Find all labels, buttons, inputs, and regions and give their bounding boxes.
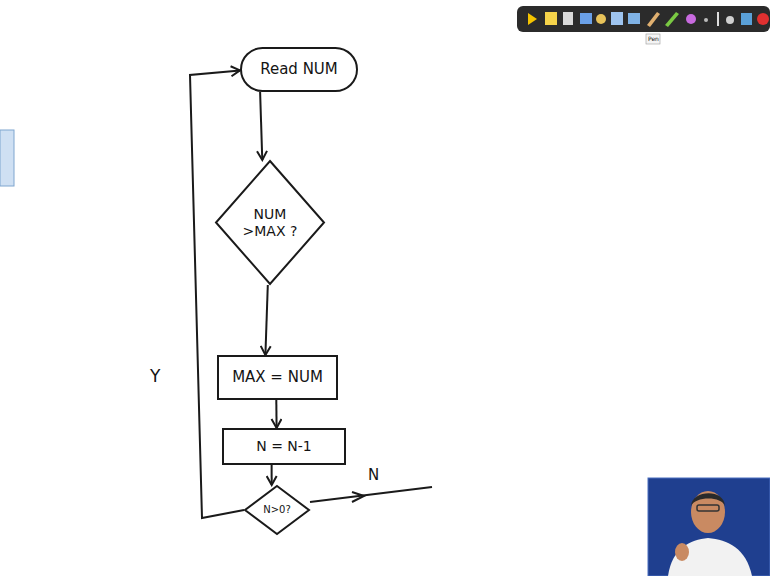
- node-text-group: N>0?: [255, 504, 299, 516]
- node-label: N>0?: [255, 504, 299, 516]
- flow-arrow: [271, 465, 273, 485]
- tooltip-box: [646, 34, 660, 44]
- process-box: N = N-1: [222, 428, 346, 465]
- diamond-outline: [216, 161, 324, 284]
- node-text-group: N = N-1: [225, 438, 343, 454]
- exit-arrowhead: [352, 492, 364, 502]
- node-text-group: NUM >MAX ?: [231, 206, 309, 238]
- node-label: N = N-1: [225, 438, 343, 454]
- node-label: Read NUM: [244, 61, 354, 78]
- toolbar: [517, 6, 770, 32]
- node-label: MAX = NUM: [220, 369, 335, 386]
- flow-arrow: [190, 70, 244, 518]
- decision-diamond: N>0?: [244, 485, 310, 535]
- flow-arrow: [260, 92, 262, 160]
- side-tab: [0, 130, 14, 186]
- flow-arrow: [265, 285, 267, 355]
- diamond-outline: [245, 486, 309, 534]
- node-text-group: Read NUM: [244, 61, 354, 78]
- branch-label: N: [368, 466, 379, 484]
- decision-diamond: NUM >MAX ?: [215, 160, 325, 285]
- node-text-group: MAX = NUM: [220, 369, 335, 386]
- terminal-box: Read NUM: [240, 47, 358, 92]
- process-box: MAX = NUM: [217, 355, 338, 400]
- edge-label: Y: [150, 366, 160, 386]
- flow-arrow: [275, 400, 277, 428]
- tooltip-text: Pen: [648, 35, 659, 42]
- node-label: NUM >MAX ?: [231, 206, 309, 238]
- presenter-video: [648, 478, 770, 576]
- toolbar-icons: [528, 12, 769, 27]
- exit-line: [310, 487, 432, 502]
